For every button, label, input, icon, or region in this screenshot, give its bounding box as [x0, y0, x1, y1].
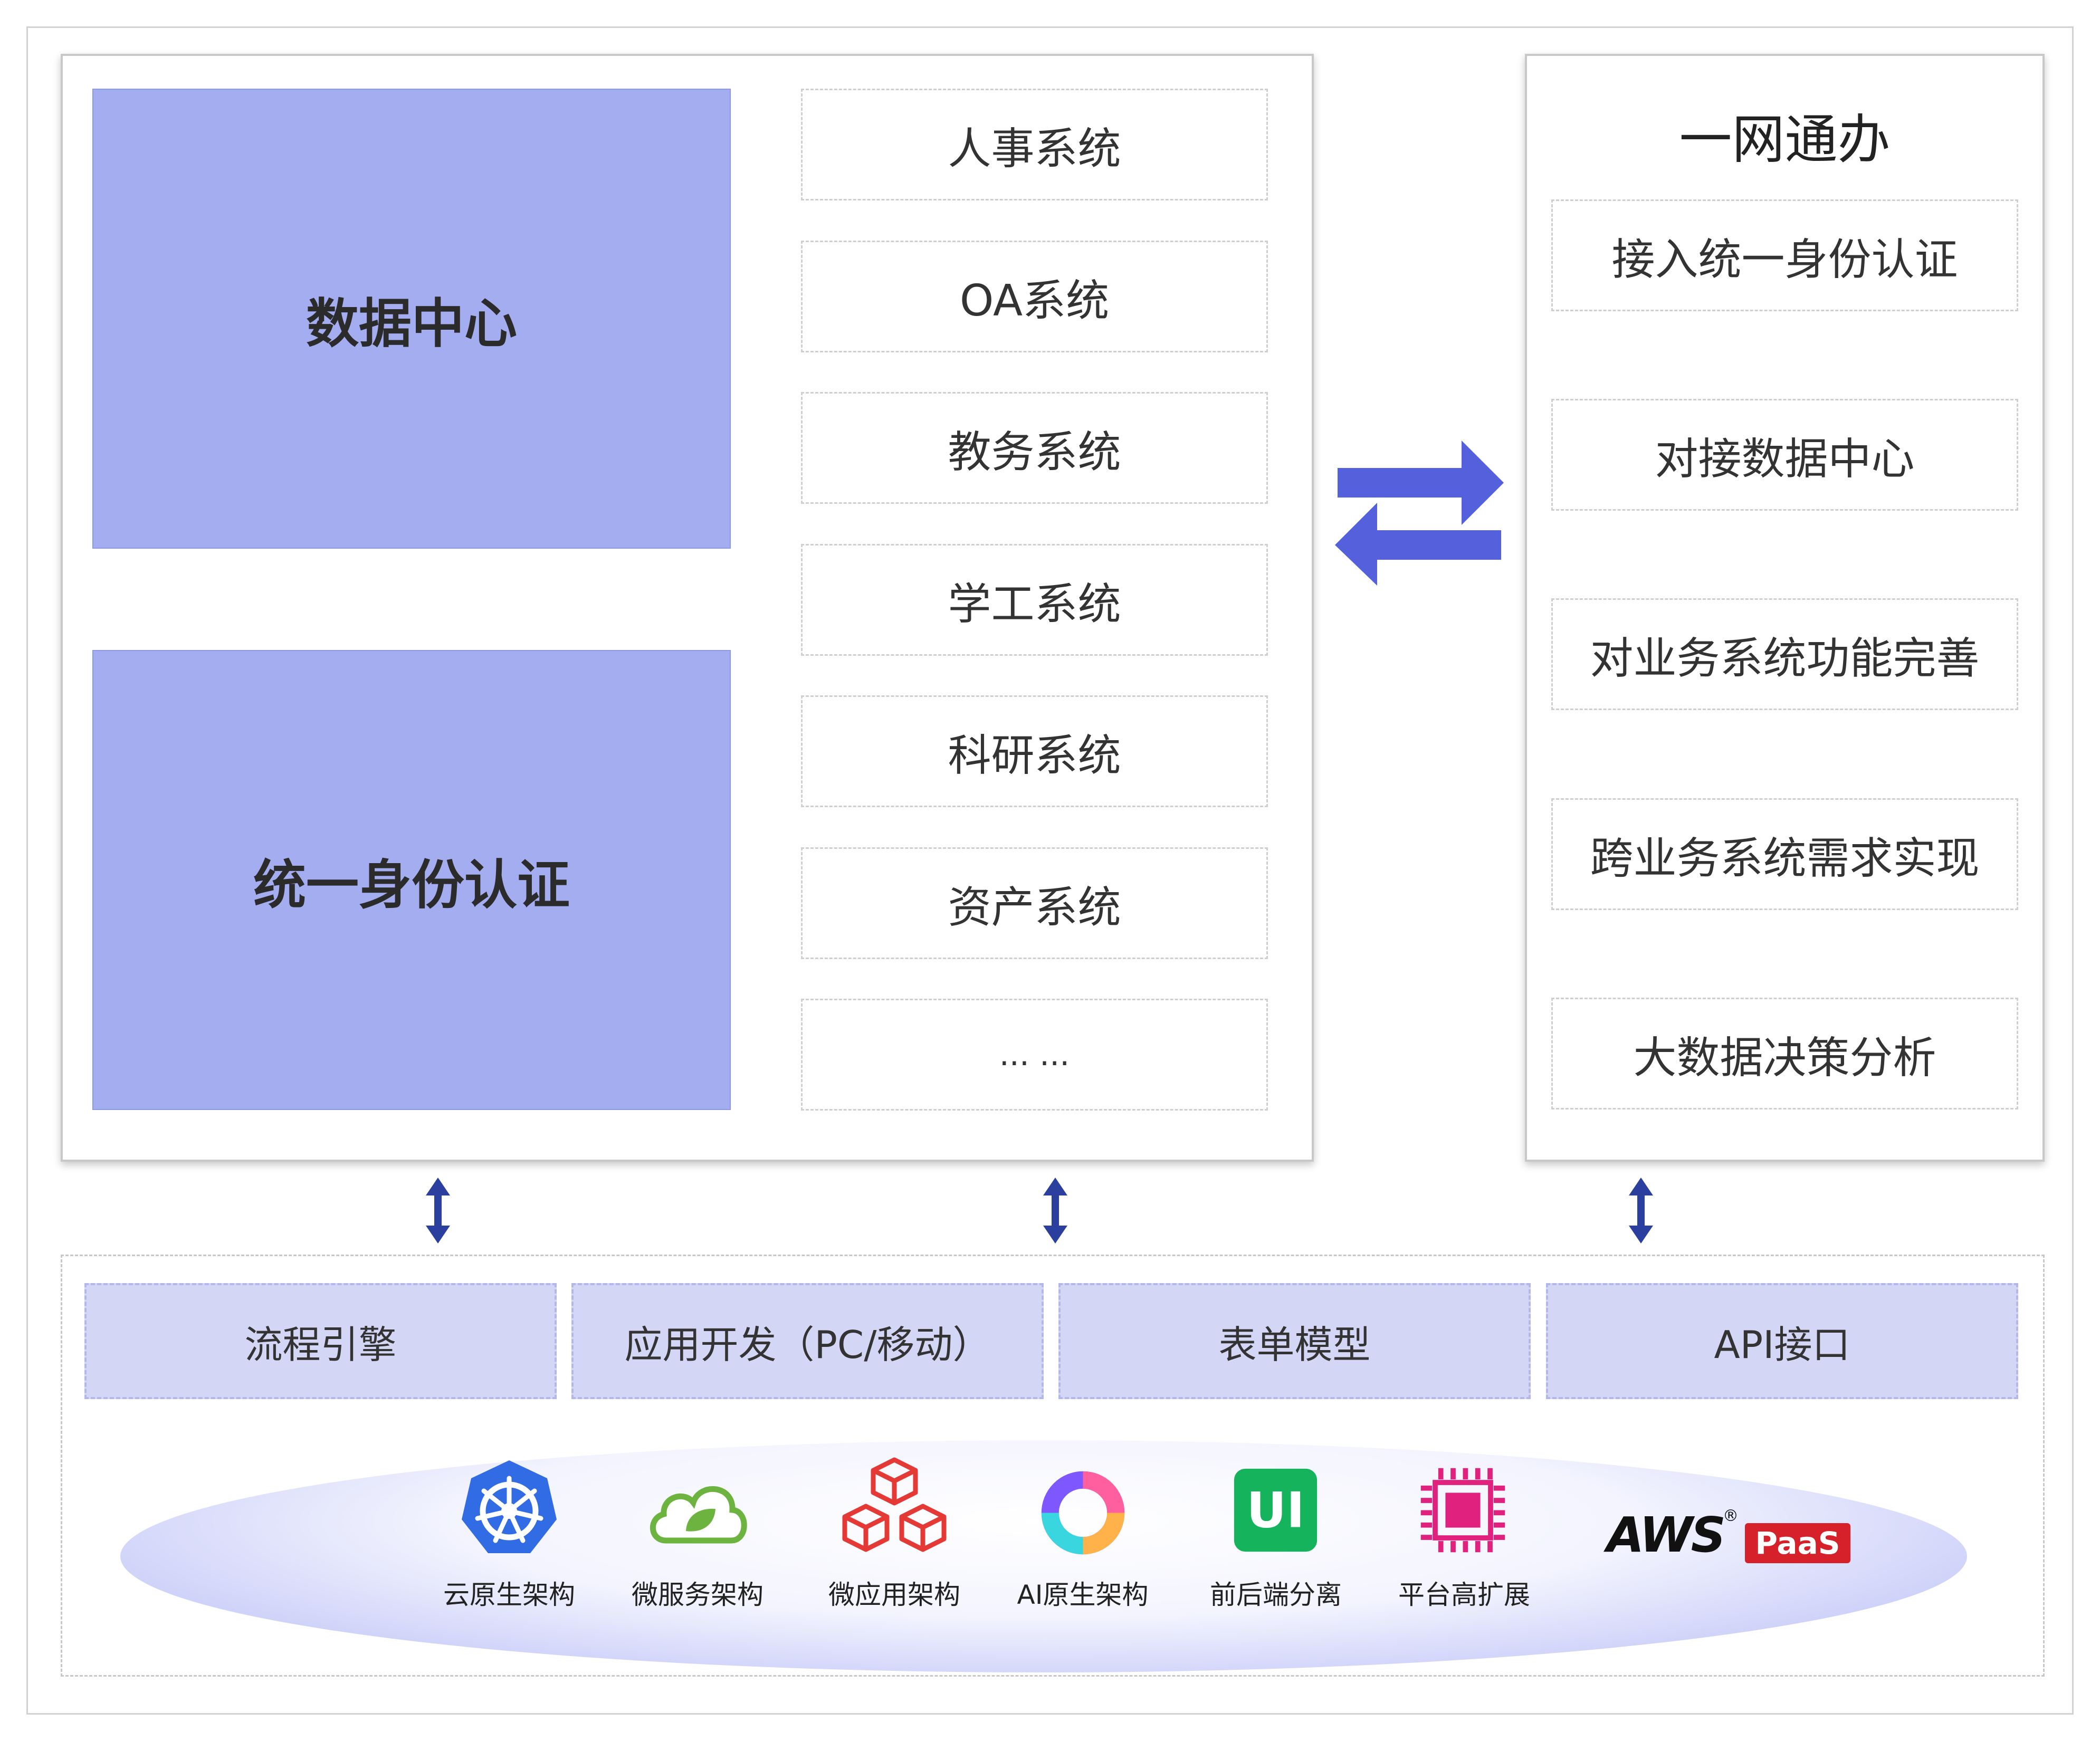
system-label: 学工系统: [948, 579, 1121, 629]
one-net-item-cross: 跨业务系统需求实现: [1551, 798, 2018, 910]
module-workflow-engine: 流程引擎: [84, 1283, 557, 1399]
system-box-student: 学工系统: [801, 544, 1268, 656]
system-box-oa: OA系统: [801, 241, 1268, 352]
one-net-item-label: 对接数据中心: [1655, 434, 1915, 484]
system-box-research: 科研系统: [801, 695, 1268, 807]
aws-logo-text: AWS: [1607, 1507, 1726, 1563]
one-net-item-label: 接入统一身份认证: [1611, 234, 1958, 285]
double-arrow-icon: [1629, 1178, 1653, 1243]
data-center-box: 数据中心: [92, 89, 731, 549]
tech-label: AI原生架构: [1017, 1580, 1149, 1610]
one-net-title: 一网通办: [1525, 100, 2045, 170]
spring-cloud-icon: [645, 1469, 750, 1554]
tech-label: 微应用架构: [828, 1580, 960, 1610]
foundation-panel: [61, 1255, 2045, 1677]
diagram-frame: [26, 26, 2074, 1715]
system-box-academic: 教务系统: [801, 392, 1268, 504]
registered-mark: ®: [1723, 1507, 1739, 1525]
system-label: 教务系统: [948, 427, 1121, 477]
one-net-item-improve: 对业务系统功能完善: [1551, 598, 2018, 710]
one-net-item-data: 对接数据中心: [1551, 399, 2018, 511]
one-net-item-auth: 接入统一身份认证: [1551, 199, 2018, 311]
chip-icon: [1414, 1461, 1512, 1559]
exchange-arrows-icon: [1335, 441, 1504, 586]
data-center-label: 数据中心: [306, 292, 517, 355]
svg-text:UI: UI: [1246, 1482, 1304, 1539]
module-api: API接口: [1546, 1283, 2018, 1399]
tech-label: 前后端分离: [1210, 1580, 1342, 1610]
one-net-item-bigdata: 大数据决策分析: [1551, 998, 2018, 1109]
module-app-development: 应用开发（PC/移动）: [571, 1283, 1044, 1399]
system-box-more: ... ...: [801, 999, 1268, 1111]
system-label: OA系统: [959, 275, 1110, 326]
one-net-panel: [1525, 54, 2045, 1162]
kubernetes-icon: [454, 1453, 565, 1564]
tech-label: 云原生架构: [443, 1580, 575, 1610]
paas-badge: PaaS: [1745, 1523, 1850, 1563]
ui-badge-icon: UI: [1229, 1464, 1322, 1556]
one-net-item-label: 对业务系统功能完善: [1590, 633, 1980, 684]
unified-auth-box: 统一身份认证: [92, 650, 731, 1110]
paas-badge-text: PaaS: [1755, 1525, 1840, 1561]
double-arrow-icon: [426, 1178, 450, 1243]
module-label: 应用开发（PC/移动）: [624, 1322, 991, 1367]
tech-label: 平台高扩展: [1398, 1580, 1530, 1610]
one-net-item-label: 跨业务系统需求实现: [1590, 833, 1980, 884]
module-label: API接口: [1714, 1322, 1850, 1367]
unified-auth-label: 统一身份认证: [253, 854, 570, 916]
aws-paas-logo: AWS ® PaaS: [1607, 1506, 1860, 1567]
tech-label: 微服务架构: [632, 1580, 763, 1610]
system-label: ... ...: [999, 1036, 1070, 1073]
double-arrow-icon: [1043, 1178, 1067, 1243]
cubes-icon: [836, 1453, 952, 1564]
one-net-item-label: 大数据决策分析: [1633, 1032, 1936, 1083]
system-label: 资产系统: [948, 882, 1121, 933]
module-label: 流程引擎: [244, 1322, 397, 1367]
system-box-assets: 资产系统: [801, 847, 1268, 959]
ai-ring-icon: [1034, 1464, 1132, 1562]
one-net-title-text: 一网通办: [1679, 108, 1891, 170]
system-label: 人事系统: [948, 123, 1121, 174]
system-label: 科研系统: [948, 730, 1121, 781]
system-box-hr: 人事系统: [801, 89, 1268, 200]
module-label: 表单模型: [1218, 1322, 1371, 1367]
module-form-model: 表单模型: [1058, 1283, 1531, 1399]
tech-foundation-ellipse: [120, 1440, 1967, 1672]
